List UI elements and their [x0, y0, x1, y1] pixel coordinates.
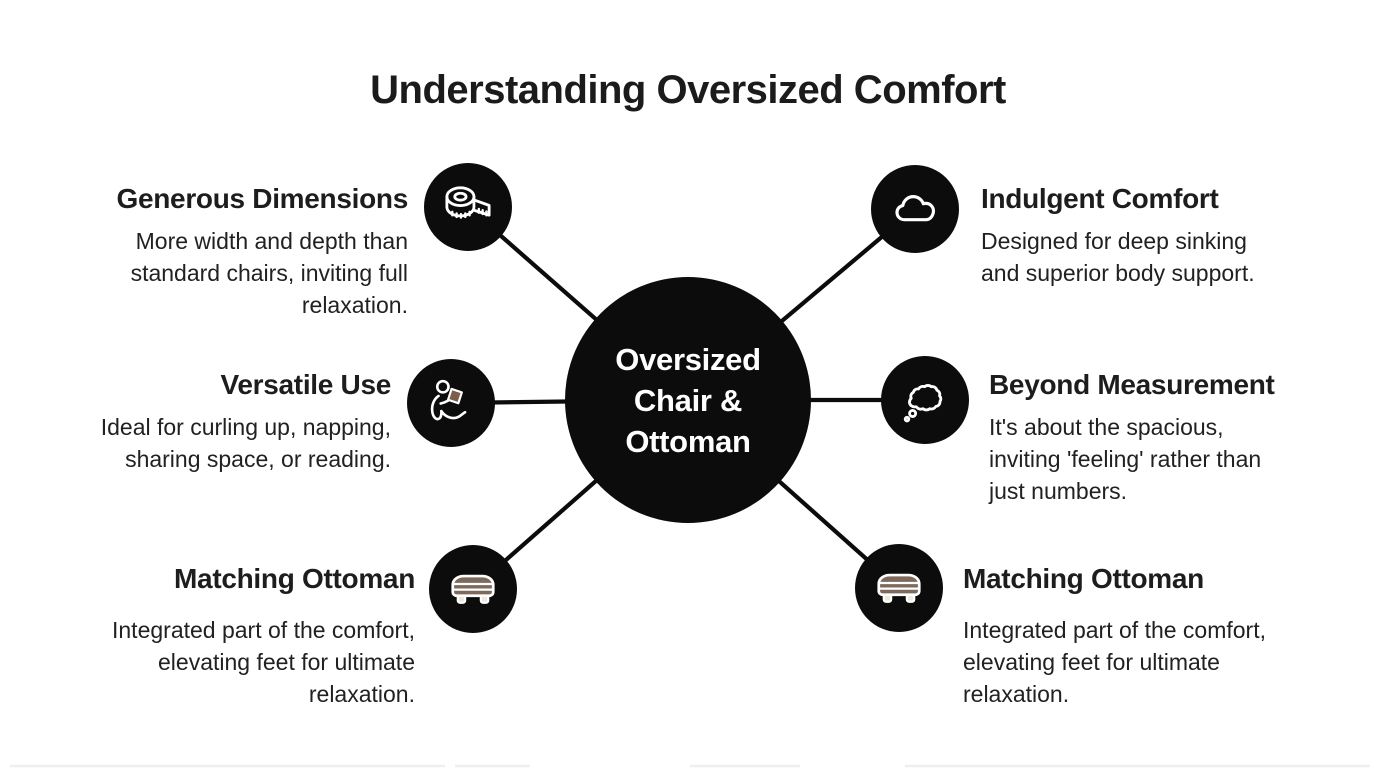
node-title: Beyond Measurement: [989, 369, 1275, 400]
node-icon-circle: [429, 545, 517, 633]
node-title: Versatile Use: [220, 369, 392, 400]
node-icon-circle: [871, 165, 959, 253]
cloud-icon: [895, 195, 936, 222]
thought-bubble-icon: [903, 384, 943, 423]
node-icon-circle: [407, 359, 495, 447]
node-icon-circle: [881, 356, 969, 444]
node-description: Integrated part of the comfort, elevatin…: [112, 617, 415, 707]
node-description: Ideal for curling up, napping, sharing s…: [100, 414, 391, 472]
center-node: Oversized Chair & Ottoman: [565, 277, 811, 523]
node-matching-ottoman-right: Matching Ottoman Integrated part of the …: [963, 562, 1348, 710]
node-description: More width and depth than standard chair…: [130, 228, 408, 318]
node-matching-ottoman-left: Matching Ottoman Integrated part of the …: [45, 562, 415, 710]
node-beyond-measurement: Beyond Measurement It's about the spacio…: [989, 368, 1329, 507]
ottoman-icon: [451, 574, 495, 604]
measuring-tape-icon: [445, 186, 491, 219]
ottoman-icon: [877, 573, 921, 603]
node-title: Matching Ottoman: [963, 563, 1204, 594]
node-description: Designed for deep sinking and superior b…: [981, 228, 1255, 286]
node-indulgent-comfort: Indulgent Comfort Designed for deep sink…: [981, 182, 1341, 289]
node-icon-circle: [855, 544, 943, 632]
center-node-label: Oversized Chair & Ottoman: [615, 341, 761, 459]
node-description: Integrated part of the comfort, elevatin…: [963, 617, 1266, 707]
person-reading-icon: [430, 379, 467, 421]
node-generous-dimensions: Generous Dimensions More width and depth…: [48, 182, 409, 321]
node-versatile-use: Versatile Use Ideal for curling up, napp…: [31, 368, 392, 475]
node-description: It's about the spacious, inviting 'feeli…: [989, 414, 1262, 504]
node-title: Indulgent Comfort: [981, 183, 1219, 214]
node-title: Generous Dimensions: [116, 183, 409, 214]
node-title: Matching Ottoman: [174, 563, 415, 594]
page-title: Understanding Oversized Comfort: [370, 68, 1006, 112]
node-icon-circle: [424, 163, 512, 251]
